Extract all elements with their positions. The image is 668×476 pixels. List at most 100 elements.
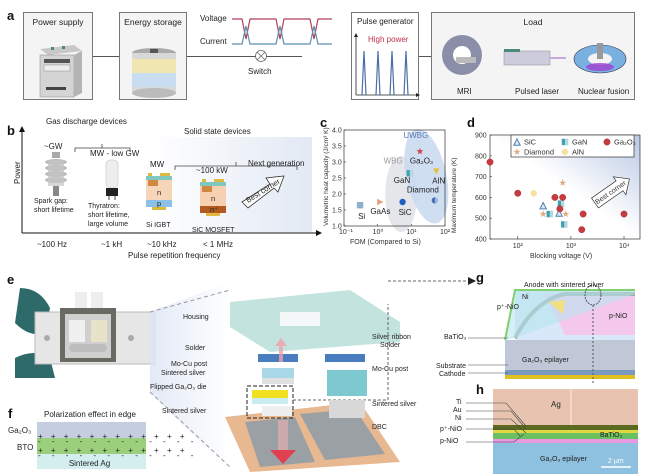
c-point-label: GaN [394,176,411,185]
e-label-sintered-silver-right: Sintered silver [372,401,417,408]
d-point-aln [530,190,537,197]
e-label-flipped-die: Flipped Ga₂O₃ die [150,384,207,391]
d-point-gan [557,200,565,207]
panel-d-label: d [467,115,475,130]
d-legend-label: Diamond [524,148,554,157]
d-legend-label: SiC [524,138,537,147]
mosfet-nplus-layer: n⁺ [210,205,218,214]
d-point-ga₂o₃ [579,210,587,218]
c-point-label: SiC [399,208,412,217]
positive-charges-top: + + + + + + + + + + + + [38,432,188,441]
dashed-arrow-to-g [388,277,476,285]
h-label-p-nio: p-NiO [440,438,459,445]
d-legend-box [510,134,635,158]
panel-g-label: g [476,270,484,285]
d-x-tick-label: 10⁴ [619,243,630,250]
c-point-ga₂o₃ [416,147,424,155]
h-label-pplus-nio: p⁺-NiO [440,426,462,433]
panel-c-label: c [320,115,328,130]
connector-line [419,56,431,57]
h-label-ni: Ni [455,415,462,422]
h-region-batio3: BaTiO₃ [600,432,623,439]
d-y-tick-label: 700 [475,174,487,181]
c-y-tick-label: 2.5 [332,176,342,183]
d-legend-marker-sic [512,137,522,146]
g-label-batio3: BaTiO₃ [444,334,467,341]
c-point-si [356,202,364,209]
d-y-tick-label: 800 [475,153,487,160]
uwbg-label: UWBG [403,131,428,140]
igbt-n-layer: n [157,188,161,197]
sintered-ag-label: Sintered Ag [68,459,111,468]
c-point-aln [433,168,440,175]
c-y-tick-label: 3.5 [332,144,342,151]
d-legend-label: GaN [572,138,587,147]
panel-b-axes [19,126,322,236]
mri-icon [442,35,482,75]
panel-b-gradient-bg [150,137,312,232]
d-legend-marker-diamond [513,148,521,156]
negative-charges-bottom: - - - - - - - - - - - - [38,451,198,460]
c-point-label: AlN [432,177,445,186]
b-x-axis-label: Pulse repetition frequency [128,251,221,260]
d-y-tick-label: 900 [475,133,487,140]
sic-mosfet-structure: n n⁺ [200,179,226,216]
d-point-ga₂o₃ [559,194,567,201]
c-point-label: GaAs [370,207,390,216]
spark-gap-power: ~GW [44,142,63,151]
spark-gap-icon [45,152,67,196]
thyratron-icon [105,159,119,200]
e-label-mocu-left: Mo-Cu post [171,361,208,368]
si-igbt-name: Si IGBT [146,222,171,229]
gas-discharge-label: Gas discharge devices [46,117,127,126]
freq-tick-1khz: ~1 kH [101,240,123,249]
panel-a-label: a [7,8,15,23]
e-label-mocu-right: Mo-Cu post [372,366,409,373]
e-label-solder-left: Solder [185,345,206,352]
c-x-tick-label: 10¹ [406,229,417,236]
thyratron-power: MW - low GW [90,149,140,158]
switch-icon [255,50,267,62]
d-point-ga₂o₃ [551,194,559,201]
c-y-tick-label: 2.0 [332,192,342,199]
e-label-solder-right: Solder [380,342,401,349]
e-label-silver-ribbon: Silver ribbon [372,334,411,341]
panel-b-label: b [7,123,15,138]
d-point-ga₂o₃ [486,158,494,166]
freq-tick-10khz: ~10 kHz [147,240,177,249]
next-generation-label: Next generation [248,159,305,168]
positive-charges-bottom: + + + + + + + + + + + + [38,446,188,455]
d-x-tick-label: 10² [513,243,524,250]
c-point-label: Ga₂O₃ [410,156,433,165]
layer-sintered-ag [37,454,146,469]
load-title: Load [523,17,543,27]
b-y-axis-label: Power [13,161,22,184]
si-igbt-structure: n p [146,173,172,210]
e-label-dbc: DBC [372,424,387,431]
d-point-ga₂o₃ [620,210,628,218]
freq-tick-1mhz: < 1 MHz [203,240,234,249]
negative-charges-top: - - - - - - - - - - - - [38,437,198,446]
h-label-ti: Ti [456,399,462,406]
connector-line [93,56,119,57]
d-point-sic [539,201,548,210]
exploded-view-bg [149,282,400,472]
spark-gap-name: Spark gap: [34,198,68,205]
g-label-ni: Ni [522,294,529,301]
anode-label: Anode with sintered silver [524,282,604,289]
power-supply-title: Power supply [32,17,84,27]
e-label-sintered-silver-bottom: Sintered silver [162,408,207,415]
current-label: Current [200,37,227,46]
igbt-p-layer: p [157,199,161,208]
load-label-pulsed-laser: Pulsed laser [515,87,560,96]
sic-mosfet-name: SiC MOSFET [192,227,235,234]
e-label-sintered-silver-top: Sintered silver [161,370,206,377]
c-point-sic [399,198,406,206]
h-region-ag: Ag [551,400,561,409]
g-label-substrate: Substrate [436,363,466,370]
c-point-label: Si [358,212,365,221]
thyratron-note: short lifetime, [88,212,130,219]
g-label-pplus-nio: p⁺-NiO [497,304,519,311]
